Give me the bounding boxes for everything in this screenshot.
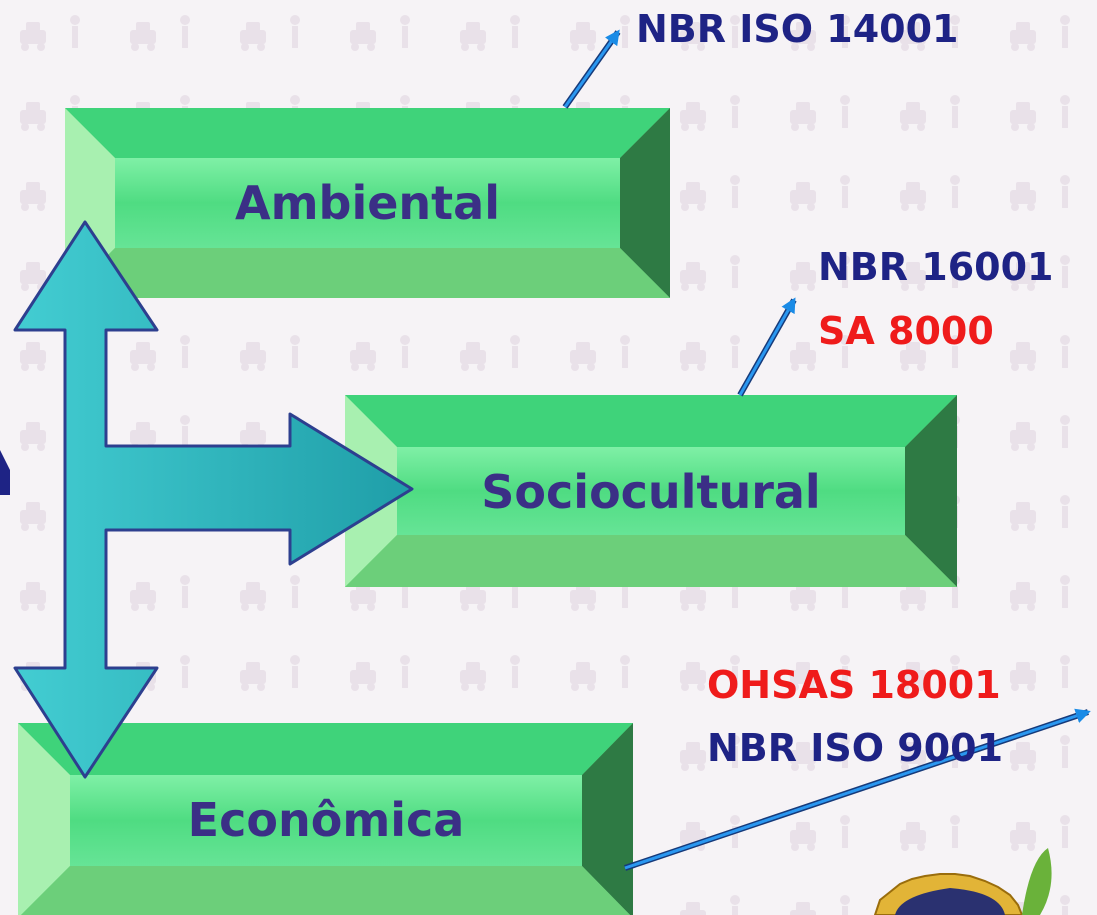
ambiental-box [65,108,670,298]
sociocultural-box [345,395,957,587]
standard-sa-8000: SA 8000 [818,309,994,353]
economica-label: Econômica [187,793,465,847]
pointer-lines [562,29,1091,871]
sociocultural-label: Sociocultural [481,465,821,519]
standard-nbr-iso-9001: NBR ISO 9001 [707,726,1004,770]
seal-logo [873,848,1052,915]
standard-nbr-iso-14001: NBR ISO 14001 [636,7,959,51]
standard-nbr-16001: NBR 16001 [818,245,1054,289]
connector-arrow [13,220,414,779]
left-edge-fragment [0,450,10,495]
ambiental-label: Ambiental [235,176,500,230]
standard-ohsas-18001: OHSAS 18001 [707,663,1001,707]
economica-box [18,723,633,915]
